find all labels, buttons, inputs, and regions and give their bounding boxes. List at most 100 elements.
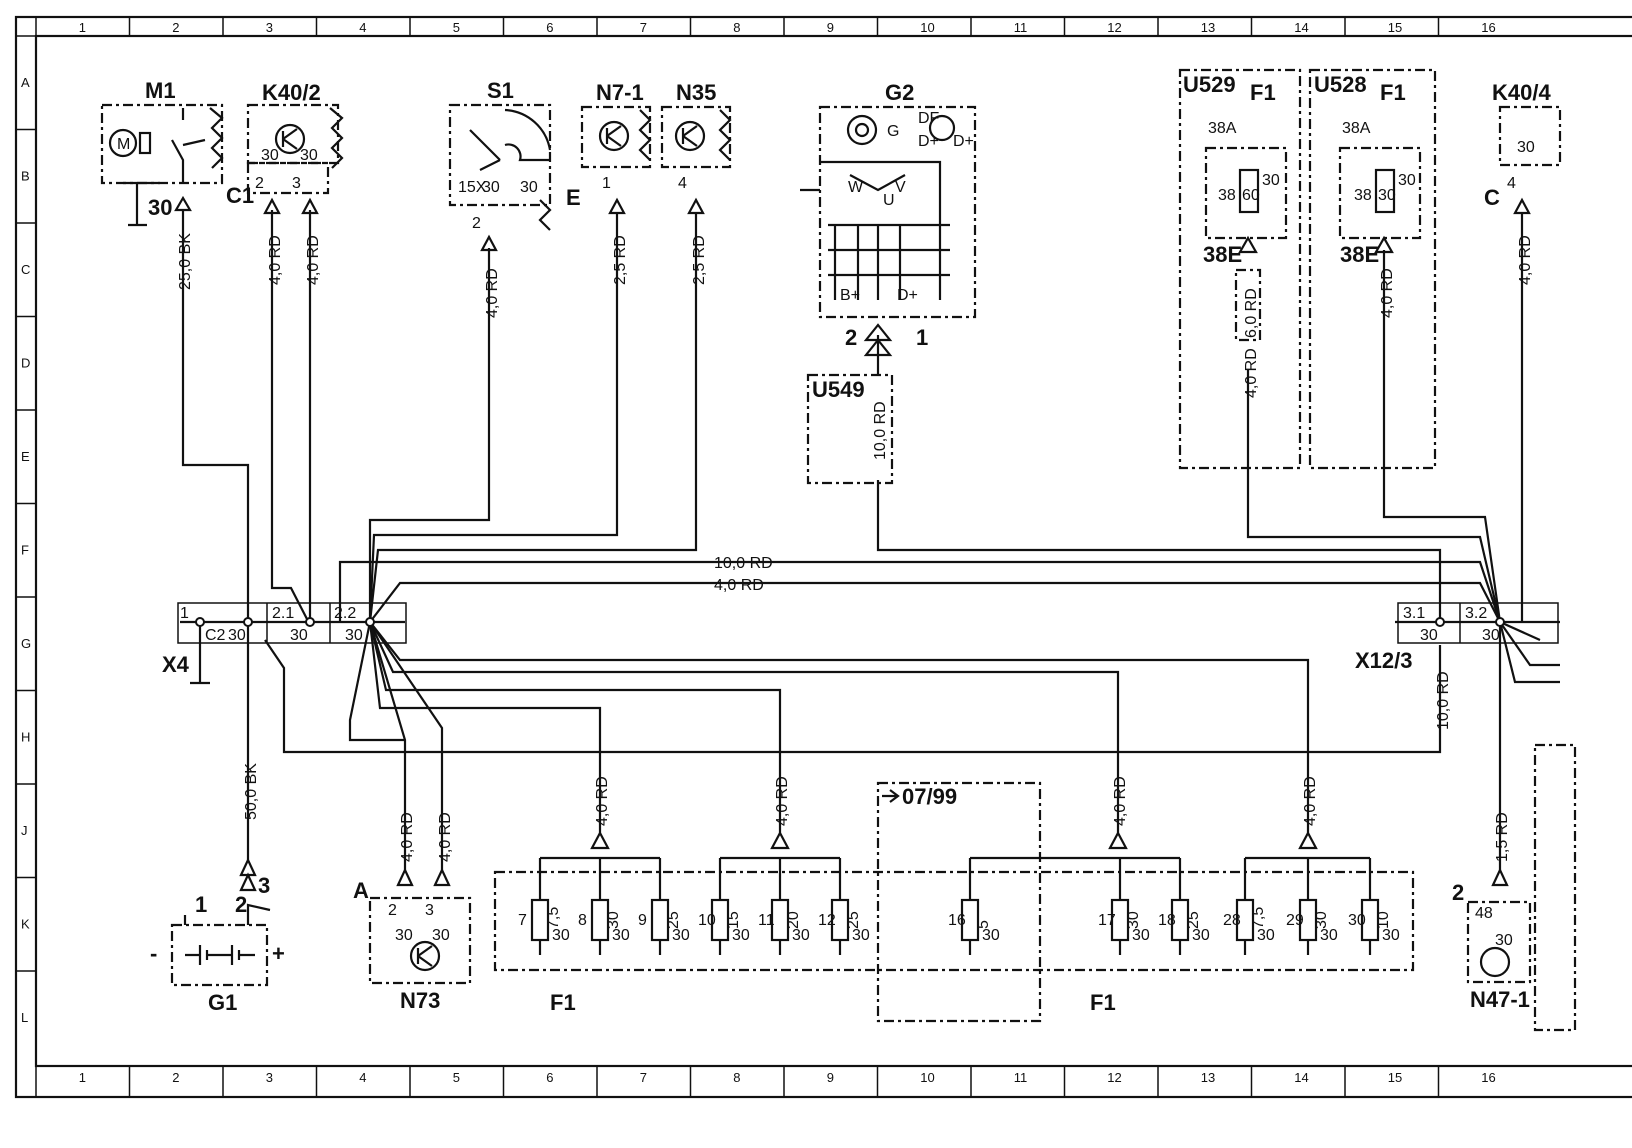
svg-text:2: 2 [1452,880,1464,905]
svg-text:2,5 RD: 2,5 RD [612,235,629,285]
connector-x12-3: 3.1 30 3.2 30 X12/3 [1355,602,1559,673]
fuse-terminal: 30 [612,927,630,944]
component-n7-1: N7-1 1 E [566,80,652,215]
svg-text:30: 30 [1398,172,1416,189]
outer-frame [14,15,1632,1099]
component-n73: N73 A 2 3 30 30 [353,867,472,1013]
grid-row-label: E [21,449,30,464]
svg-text:38: 38 [1218,187,1236,204]
grid-row-label: B [21,168,30,183]
svg-text:E: E [566,185,581,210]
svg-text:2: 2 [845,325,857,350]
component-u528: U528 F1 38A 30 38 30 38E [1308,68,1437,470]
svg-text:W: W [848,179,864,196]
grid-row-label: J [21,823,28,838]
grid-labels: 1122334455667788991010111112121313141415… [21,20,1496,1085]
fuse-rating: 30 [1125,911,1142,929]
fuse-rating: 30 [605,911,622,929]
grid-col-bottom: 14 [1294,1070,1308,1085]
inner-frame [34,34,1632,1068]
component-k40-4: K40/4 30 4 C [1484,80,1562,215]
fuse-rating: 7,5 [545,907,562,929]
grid-row-label: K [21,916,30,931]
svg-text:U: U [883,192,895,209]
component-g2: G2 G DF D+ D+ W V U B+ D+ 2 1 [800,80,977,357]
svg-text:4: 4 [1507,175,1516,192]
svg-text:N73: N73 [400,988,440,1013]
svg-text:U529: U529 [1183,72,1236,97]
grid-col-top: 5 [453,20,460,35]
svg-text:4,0 RD: 4,0 RD [594,776,611,826]
svg-text:N7-1: N7-1 [596,80,644,105]
svg-text:50,0 BK: 50,0 BK [243,763,260,820]
connector-x4: 1 C2 30 2.1 30 2.2 30 X4 [162,602,407,677]
svg-text:4,0 RD: 4,0 RD [1379,268,1396,318]
svg-text:C1: C1 [226,183,254,208]
svg-text:30: 30 [1482,627,1500,644]
svg-text:V: V [895,179,906,196]
svg-text:3.2: 3.2 [1465,605,1487,622]
svg-text:2: 2 [235,892,247,917]
svg-text:U528: U528 [1314,72,1367,97]
svg-text:2: 2 [388,902,397,919]
grid-col-top: 9 [827,20,834,35]
svg-text:4,0 RD: 4,0 RD [1517,235,1534,285]
fuse-rating: 10 [1375,911,1392,929]
svg-text:10,0 RD: 10,0 RD [714,555,773,572]
svg-text:2.1: 2.1 [272,605,294,622]
svg-text:3: 3 [258,873,270,898]
svg-text:4,0 RD: 4,0 RD [1302,776,1319,826]
grid-col-top: 13 [1201,20,1215,35]
grid-col-top: 3 [266,20,273,35]
svg-text:M: M [117,136,130,153]
grid-col-top: 10 [920,20,934,35]
component-k40-2: K40/2 30 30 2 3 C1 [226,80,344,215]
fuse-rating: 7,5 [1250,907,1267,929]
fuse-rating: 30 [1313,911,1330,929]
svg-text:3: 3 [425,902,434,919]
svg-text:4,0 RD: 4,0 RD [1112,776,1129,826]
fuse-number: 17 [1098,912,1116,929]
grid-col-top: 12 [1107,20,1121,35]
fuse-terminal: 30 [852,927,870,944]
svg-text:60: 60 [1242,187,1260,204]
x4-label: X4 [162,652,190,677]
wire-labels: 25,0 BK 4,0 RD 4,0 RD 4,0 RD 2,5 RD 2,5 … [177,233,1534,862]
svg-text:3.1: 3.1 [1403,605,1425,622]
grid-row-label: L [21,1010,28,1025]
svg-text:2: 2 [255,175,264,192]
svg-text:1,5 RD: 1,5 RD [1494,812,1511,862]
grid-row-label: C [21,262,30,277]
svg-text:30: 30 [1378,187,1396,204]
fuse-terminal: 30 [1382,927,1400,944]
grid-row-label: H [21,729,30,744]
svg-text:G1: G1 [208,990,237,1015]
grid-col-bottom: 10 [920,1070,934,1085]
fuse-number: 8 [578,912,587,929]
grid-col-top: 16 [1481,20,1495,35]
svg-text:G: G [887,123,899,140]
junctions [195,617,1505,627]
svg-text:30: 30 [290,627,308,644]
svg-text:30: 30 [261,147,279,164]
partial-box-right [1533,743,1577,1032]
grid-col-top: 6 [546,20,553,35]
svg-text:30: 30 [520,179,538,196]
fuse-rating: 25 [845,911,862,929]
component-u529: U529 F1 38A 60 38 30 38E [1178,68,1302,470]
svg-text:4,0 RD: 4,0 RD [1243,348,1260,398]
svg-text:07/99: 07/99 [902,784,957,809]
fuse-number: 7 [518,912,527,929]
svg-text:6,0 RD: 6,0 RD [1243,288,1260,338]
grid-col-bottom: 3 [266,1070,273,1085]
grid-col-bottom: 9 [827,1070,834,1085]
fuse-number: 29 [1286,912,1304,929]
